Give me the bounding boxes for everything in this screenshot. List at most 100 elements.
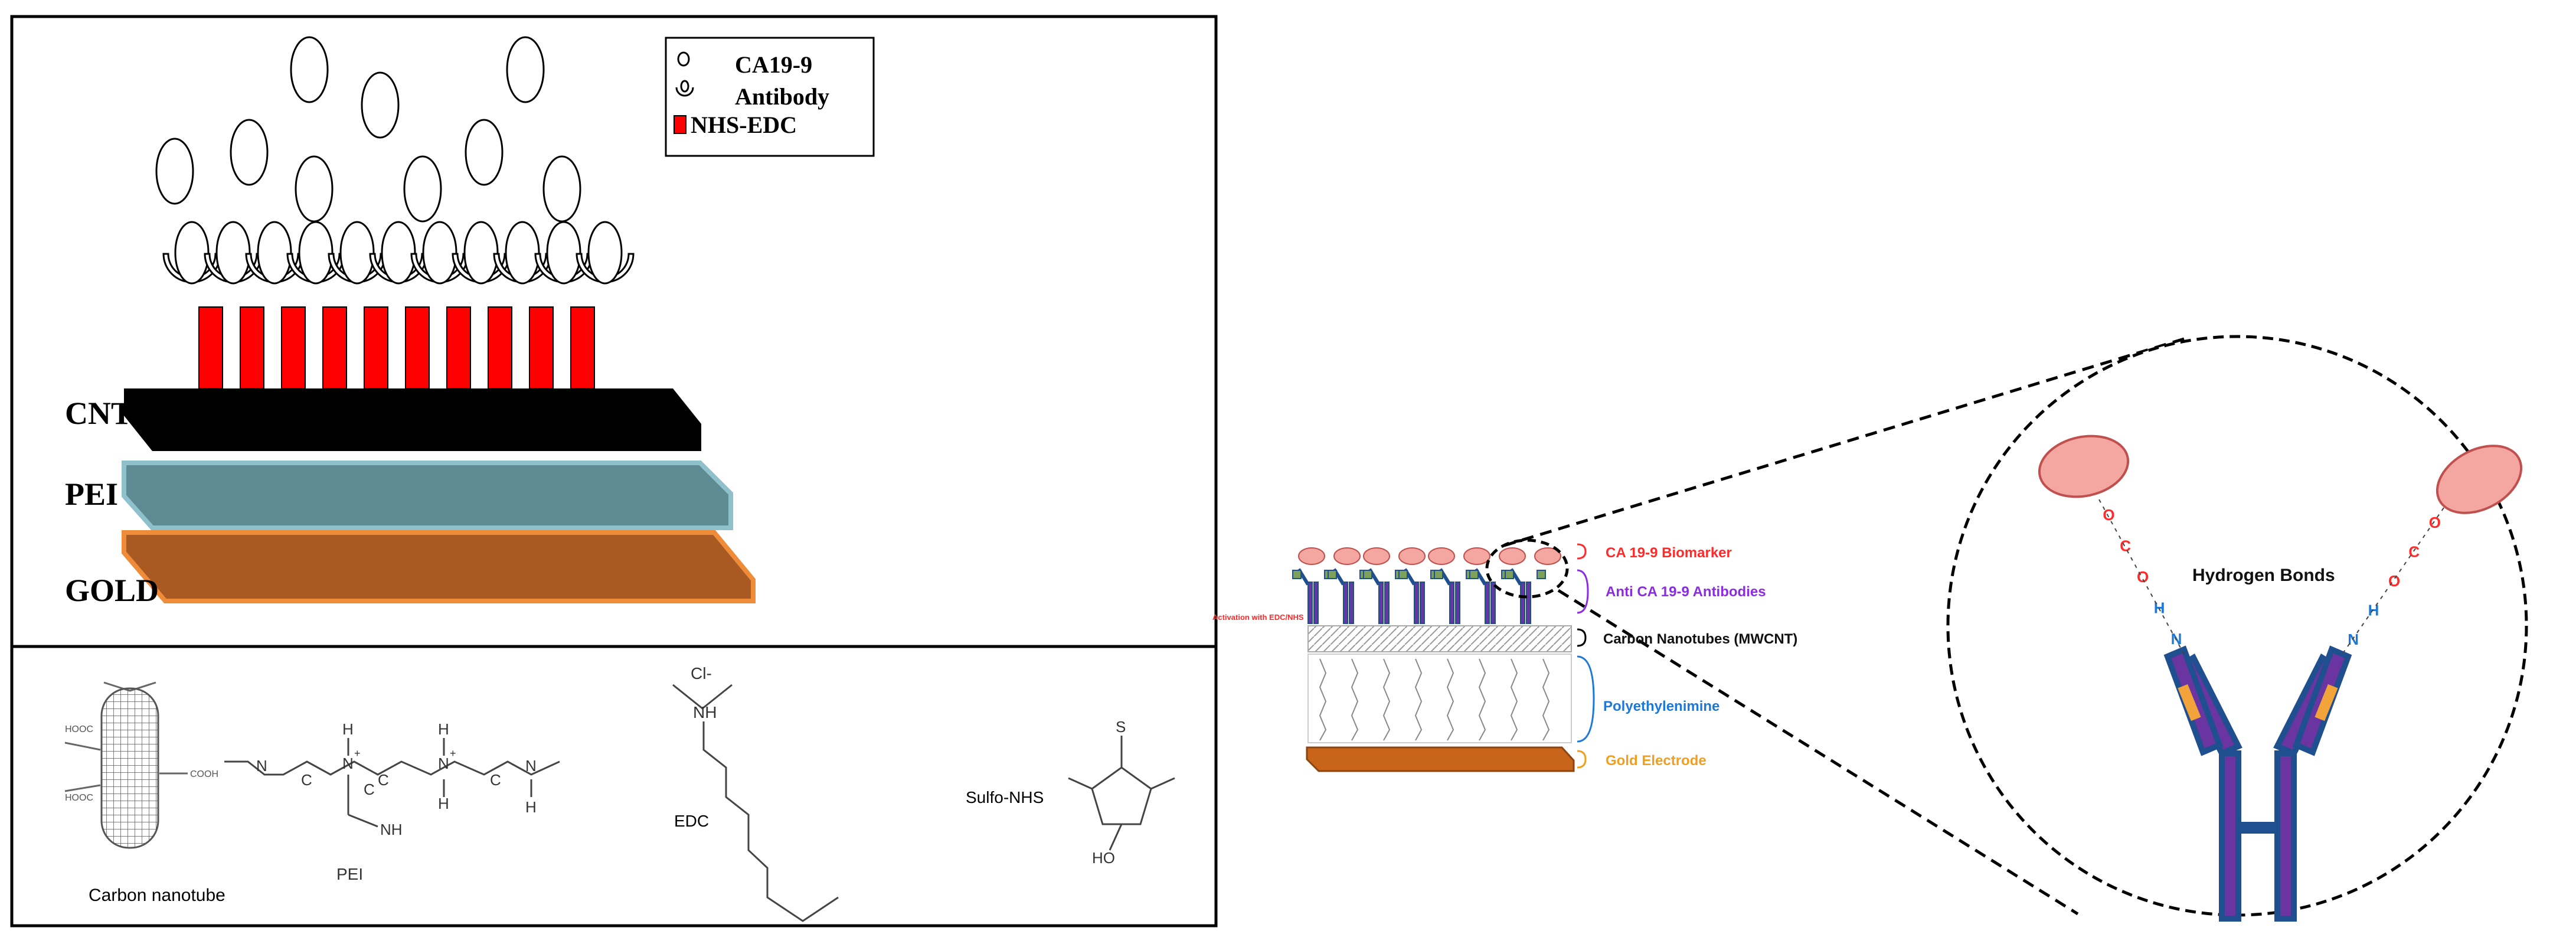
carbon-nanotube-caption: Carbon nanotube bbox=[89, 886, 225, 905]
bond-atom: O bbox=[2137, 568, 2149, 586]
biomarker-oval bbox=[230, 119, 269, 186]
sulfo-nhs-structure: S HO Sulfo-NHS bbox=[966, 718, 1175, 867]
small-antibody-stem bbox=[1414, 582, 1419, 624]
small-biomarker bbox=[1428, 547, 1455, 565]
small-antibody-stem bbox=[1349, 582, 1354, 624]
bound-biomarker bbox=[422, 221, 457, 285]
bond-atom: O bbox=[2429, 514, 2441, 531]
atom-charge: + bbox=[450, 747, 456, 759]
small-antibody-accent bbox=[1292, 570, 1302, 579]
nhs-edc-linker bbox=[364, 306, 388, 389]
small-antibody-stem bbox=[1455, 582, 1460, 624]
edc-dimethyl bbox=[672, 684, 733, 710]
edc-caption: EDC bbox=[674, 812, 709, 830]
pei-chain bbox=[1478, 658, 1486, 741]
small-antibody-row bbox=[1292, 547, 1561, 624]
gold-layer bbox=[122, 530, 756, 603]
free-biomarkers bbox=[155, 36, 581, 223]
layer-annotations: CA 19-9 Biomarker Anti CA 19-9 Antibodie… bbox=[1577, 543, 1797, 769]
small-antibody-stem bbox=[1490, 582, 1496, 624]
legend-box bbox=[665, 37, 875, 157]
small-antibody-stem bbox=[1378, 582, 1384, 624]
nhs-edc-legend-icon bbox=[674, 115, 687, 134]
legend: CA19-9 Antibody NHS-EDC bbox=[665, 37, 875, 157]
activation-label: Activation with EDC/NHS bbox=[1212, 613, 1304, 622]
antibody-stem-left bbox=[2219, 750, 2241, 922]
small-antibody-stem bbox=[1520, 582, 1525, 624]
legend-ca199-label: CA19-9 bbox=[735, 51, 812, 78]
atom-h: H bbox=[525, 798, 537, 816]
bond-atom: O bbox=[2388, 572, 2400, 590]
small-antibody-accent bbox=[1537, 570, 1546, 579]
antibody-legend-inner bbox=[680, 80, 689, 93]
sulfo-ho-label: HO bbox=[1092, 849, 1115, 867]
atom-c: C bbox=[378, 771, 389, 789]
small-antibody-accent bbox=[1434, 570, 1443, 579]
atom-n: N bbox=[438, 755, 449, 772]
atom-n: N bbox=[342, 755, 354, 772]
bound-biomarker bbox=[339, 221, 375, 285]
pei-chain bbox=[1414, 658, 1423, 741]
biomarker-oval bbox=[155, 138, 194, 205]
biomarker-large-left bbox=[2038, 435, 2130, 498]
biomarker-oval bbox=[506, 36, 545, 103]
biomarker-large-right bbox=[2436, 445, 2523, 514]
antibody-accent-left bbox=[2178, 684, 2201, 721]
antibody-row bbox=[162, 221, 635, 389]
electrode-stack bbox=[1306, 625, 1575, 772]
sulfo-s-label: S bbox=[1116, 718, 1126, 736]
edc-cl-label: Cl- bbox=[691, 664, 712, 682]
mwcnt-layer-small bbox=[1307, 625, 1572, 652]
bracket bbox=[1577, 543, 1587, 560]
small-biomarker bbox=[1398, 547, 1426, 565]
gold-label: GOLD bbox=[65, 573, 159, 608]
small-antibody-stem bbox=[1343, 582, 1348, 624]
atom-c: C bbox=[490, 771, 501, 789]
right-panel: CA 19-9 Biomarker Anti CA 19-9 Antibodie… bbox=[1212, 335, 2528, 922]
zoom-line-bottom bbox=[1557, 589, 2079, 916]
pei-label: PEI bbox=[65, 476, 118, 512]
bracket bbox=[1577, 750, 1587, 769]
small-biomarker bbox=[1363, 547, 1390, 565]
bond-atom: C bbox=[2120, 537, 2131, 555]
small-antibody-stem bbox=[1526, 582, 1531, 624]
antibody-stem-right bbox=[2274, 750, 2297, 922]
sulfo-nhs-carbonyl bbox=[1150, 777, 1175, 790]
small-biomarker bbox=[1499, 547, 1526, 565]
nhs-edc-linker bbox=[322, 306, 347, 389]
hydrogen-bonds-label: Hydrogen Bonds bbox=[2192, 566, 2335, 585]
small-antibody-accent bbox=[1469, 570, 1479, 579]
bracket bbox=[1577, 655, 1595, 743]
bound-biomarker bbox=[587, 221, 623, 285]
small-biomarker bbox=[1333, 547, 1361, 565]
pei-chain bbox=[1351, 658, 1359, 741]
bound-biomarker bbox=[381, 221, 416, 285]
pei-branch bbox=[348, 814, 378, 828]
edc-structure: Cl- NH EDC bbox=[672, 664, 839, 922]
antibody-large bbox=[2163, 645, 2352, 922]
atom-charge: + bbox=[354, 747, 361, 759]
left-panel: CA19-9 Antibody NHS-EDC CNT bbox=[10, 15, 1218, 928]
small-antibody-stem bbox=[1313, 582, 1319, 624]
zoom-line-top bbox=[1503, 337, 2185, 547]
layer-stack: CNT PEI GOLD bbox=[65, 388, 756, 608]
antibody-hinge bbox=[2240, 822, 2276, 834]
bond-atom: N bbox=[2348, 631, 2359, 648]
pei-chain bbox=[1382, 658, 1391, 741]
small-antibody-stem bbox=[1420, 582, 1425, 624]
pei-chain bbox=[1510, 658, 1518, 741]
pei-label-small: Polyethylenimine bbox=[1603, 698, 1719, 714]
small-antibody-accent bbox=[1505, 570, 1514, 579]
atom-c: C bbox=[364, 780, 375, 798]
antibody-accent-right bbox=[2315, 684, 2338, 721]
biomarker-oval bbox=[542, 155, 581, 223]
pei-chains bbox=[1319, 658, 1550, 741]
bound-biomarker bbox=[215, 221, 251, 285]
small-antibody-accent bbox=[1363, 570, 1372, 579]
small-antibody-stem bbox=[1307, 582, 1313, 624]
bound-biomarker bbox=[174, 221, 210, 285]
